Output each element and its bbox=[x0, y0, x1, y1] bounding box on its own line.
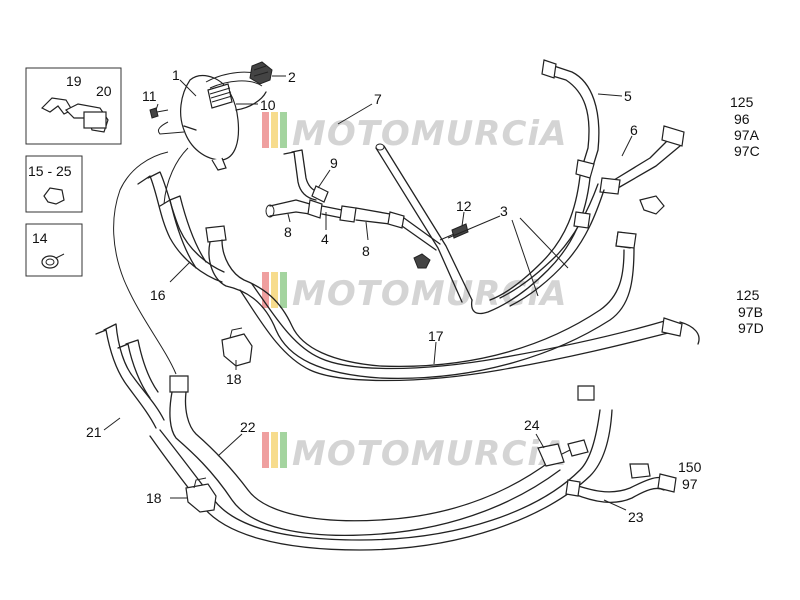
callout-22: 22 bbox=[240, 419, 256, 435]
callout-20: 20 bbox=[96, 83, 112, 99]
callout-24: 24 bbox=[524, 417, 540, 433]
model-codes-middle: 125 97B 97D bbox=[736, 287, 764, 336]
clip-box-14 bbox=[25, 223, 83, 277]
callout-19: 19 bbox=[66, 73, 82, 89]
callout-1: 1 bbox=[172, 67, 180, 83]
clip-box-19-20 bbox=[25, 67, 122, 145]
callout-12: 12 bbox=[456, 198, 472, 214]
callout-15-25: 15 - 25 bbox=[28, 163, 72, 179]
callout-2: 2 bbox=[288, 69, 296, 85]
watermark-bottom: MOTOMURCiA bbox=[262, 432, 567, 474]
clip-18-top bbox=[221, 327, 253, 367]
model-code: 125 bbox=[730, 94, 754, 110]
callout-11: 11 bbox=[142, 88, 157, 104]
callout-10: 10 bbox=[260, 97, 276, 113]
hose-16-17 bbox=[137, 171, 700, 382]
model-code: 97D bbox=[738, 320, 764, 336]
model-code: 97A bbox=[734, 127, 760, 143]
watermark-text: MOTOMURCiA bbox=[292, 114, 567, 154]
callout-8a: 8 bbox=[284, 224, 292, 240]
callout-3: 3 bbox=[500, 203, 508, 219]
model-code: 125 bbox=[736, 287, 760, 303]
screw-12 bbox=[439, 223, 469, 241]
model-codes-bottom: 150 97 bbox=[678, 459, 702, 492]
tank-cap bbox=[249, 61, 273, 85]
callout-17: 17 bbox=[428, 328, 444, 344]
watermark-text: MOTOMURCiA bbox=[292, 434, 567, 474]
model-code: 96 bbox=[734, 111, 750, 127]
callout-7: 7 bbox=[374, 91, 382, 107]
callout-6: 6 bbox=[630, 122, 638, 138]
callout-21: 21 bbox=[86, 424, 102, 440]
expansion-tank bbox=[157, 71, 267, 171]
model-code: 150 bbox=[678, 459, 702, 475]
model-code: 97 bbox=[682, 476, 698, 492]
model-code: 97C bbox=[734, 143, 760, 159]
watermark-text: MOTOMURCiA bbox=[292, 274, 567, 314]
leader-lines bbox=[103, 75, 633, 511]
hose-7 bbox=[375, 143, 473, 303]
screw-11 bbox=[149, 107, 169, 119]
overflow-line bbox=[113, 147, 189, 375]
hose-4-8-chain bbox=[265, 199, 441, 251]
clip-box-15-25 bbox=[25, 155, 83, 213]
callout-5: 5 bbox=[624, 88, 632, 104]
hose-9 bbox=[283, 149, 329, 203]
callout-9: 9 bbox=[330, 155, 338, 171]
callout-labels: 1 2 5 6 7 11 10 9 8 4 8 12 3 16 17 18 21… bbox=[28, 67, 644, 525]
callout-18b: 18 bbox=[146, 490, 162, 506]
hose-5 bbox=[470, 59, 600, 315]
nut bbox=[413, 253, 431, 269]
watermark-top: MOTOMURCiA bbox=[262, 112, 567, 154]
hose-23 bbox=[565, 463, 677, 504]
clip-18-bottom bbox=[185, 477, 217, 513]
callout-8b: 8 bbox=[362, 243, 370, 259]
callout-14: 14 bbox=[32, 230, 48, 246]
callout-4: 4 bbox=[321, 231, 329, 247]
callout-18a: 18 bbox=[226, 371, 242, 387]
model-codes-top: 125 96 97A 97C bbox=[730, 94, 760, 159]
callout-23: 23 bbox=[628, 509, 644, 525]
callout-16: 16 bbox=[150, 287, 166, 303]
hose-6 bbox=[499, 125, 685, 307]
model-code: 97B bbox=[738, 304, 763, 320]
valve-24 bbox=[537, 439, 589, 467]
